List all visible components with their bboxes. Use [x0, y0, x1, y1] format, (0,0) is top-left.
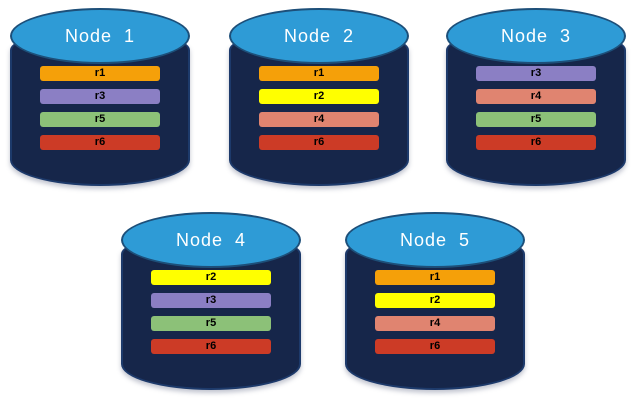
replica-bar[interactable]: r2 [258, 89, 380, 104]
cylinder-top-ellipse [10, 8, 190, 64]
replica-bar[interactable]: r1 [39, 66, 161, 81]
replica-bar[interactable]: r1 [374, 270, 496, 285]
database-node-cylinder[interactable]: Node 1 r1 r3 r5 r6 [10, 8, 190, 186]
replica-bar[interactable]: r2 [374, 293, 496, 308]
replica-bar[interactable]: r4 [374, 316, 496, 331]
replica-bar[interactable]: r1 [258, 66, 380, 81]
node-label: Node 3 [500, 25, 572, 46]
cylinder-top-ellipse [446, 8, 626, 64]
replica-list: r2 r3 r5 r6 [121, 270, 301, 354]
database-node-cylinder[interactable]: Node 3 r3 r4 r5 r6 [446, 8, 626, 186]
database-node-cylinder[interactable]: Node 5 r1 r2 r4 r6 [345, 212, 525, 390]
replica-list: r1 r2 r4 r6 [229, 66, 409, 150]
database-node-cylinder[interactable]: Node 2 r1 r2 r4 r6 [229, 8, 409, 186]
replica-bar[interactable]: r5 [39, 112, 161, 127]
replica-bar[interactable]: r5 [150, 316, 272, 331]
node-label: Node 5 [399, 229, 471, 250]
node-label: Node 2 [283, 25, 355, 46]
node-label: Node 4 [175, 229, 247, 250]
replica-bar[interactable]: r6 [150, 339, 272, 354]
database-node-cylinder[interactable]: Node 4 r2 r3 r5 r6 [121, 212, 301, 390]
replica-bar[interactable]: r5 [475, 112, 597, 127]
replica-bar[interactable]: r3 [150, 293, 272, 308]
cylinder-top-ellipse [345, 212, 525, 268]
cylinder-top-ellipse [229, 8, 409, 64]
replica-bar[interactable]: r2 [150, 270, 272, 285]
node-label: Node 1 [64, 25, 136, 46]
replica-bar[interactable]: r4 [258, 112, 380, 127]
replica-bar[interactable]: r6 [258, 135, 380, 150]
replica-bar[interactable]: r3 [39, 89, 161, 104]
replica-list: r3 r4 r5 r6 [446, 66, 626, 150]
replica-bar[interactable]: r6 [39, 135, 161, 150]
replica-bar[interactable]: r6 [475, 135, 597, 150]
replica-bar[interactable]: r3 [475, 66, 597, 81]
replica-bar[interactable]: r4 [475, 89, 597, 104]
replica-bar[interactable]: r6 [374, 339, 496, 354]
cylinder-top-ellipse [121, 212, 301, 268]
replica-list: r1 r2 r4 r6 [345, 270, 525, 354]
replica-list: r1 r3 r5 r6 [10, 66, 190, 150]
